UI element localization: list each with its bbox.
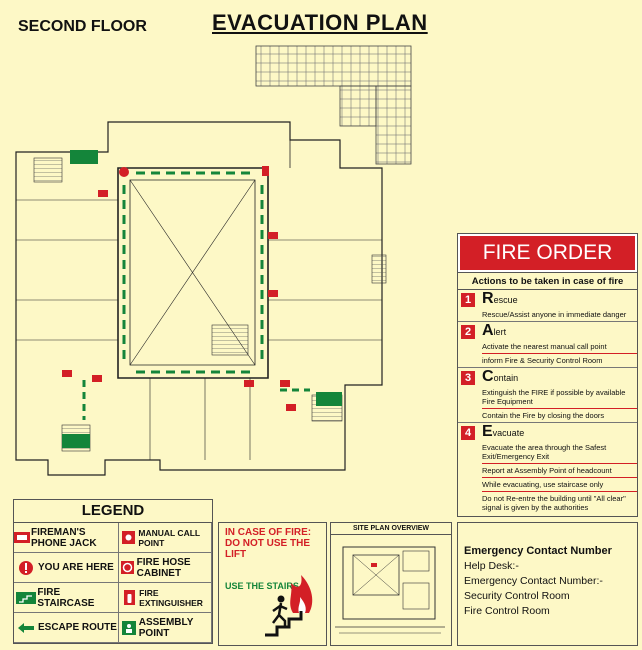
- building-walls: [15, 121, 383, 476]
- fire-order-panel: FIRE ORDER Actions to be taken in case o…: [457, 233, 638, 517]
- fire-order-title: FIRE ORDER: [457, 233, 638, 273]
- terrace-grid: [255, 45, 412, 165]
- exit-signs: [62, 150, 342, 448]
- emergency-number-line: Emergency Contact Number:-: [464, 575, 603, 587]
- fire-room-line: Fire Control Room: [464, 605, 550, 617]
- fire-order-step: 3 Contain Extinguish the FIRE if possibl…: [458, 368, 637, 423]
- legend-item: ESCAPE ROUTE: [14, 613, 119, 643]
- fire-escape-icon: [265, 575, 313, 637]
- step-line: Rescue/Assist anyone in immediate danger: [482, 310, 627, 319]
- step-line: Extinguish the FIRE if possible by avail…: [482, 388, 626, 406]
- step-line: Activate the nearest manual call point: [482, 342, 607, 351]
- escape-route: [82, 171, 310, 420]
- legend-item: ASSEMBLY POINT: [119, 613, 212, 643]
- legend-item: YOU ARE HERE: [14, 553, 119, 583]
- legend-item: FIRE HOSE CABINET: [119, 553, 212, 583]
- staircase-icon: [14, 591, 37, 604]
- fire-order-step: 1 Rescue Rescue/Assist anyone in immedia…: [458, 290, 637, 322]
- extinguisher-icon: [119, 590, 139, 605]
- step-number: 3: [461, 371, 475, 385]
- use-stairs-text: USE THE STAIRS: [225, 581, 299, 591]
- assembly-point-icon: [119, 620, 139, 635]
- step-line: Do not Re-entre the building until "All …: [482, 491, 637, 514]
- step-word: Alert: [482, 322, 507, 339]
- step-number: 1: [461, 293, 475, 307]
- security-room-line: Security Control Room: [464, 590, 570, 602]
- step-word: Rescue: [482, 290, 518, 307]
- step-word: Contain: [482, 368, 519, 385]
- emergency-contact-panel: Emergency Contact Number Help Desk:- Eme…: [457, 522, 638, 646]
- fire-equipment: [62, 166, 296, 411]
- legend-item: MANUAL CALL POINT: [119, 523, 212, 553]
- legend-item: FIRE STAIRCASE: [14, 583, 119, 613]
- fire-order-step: 4 Evacuate Evacuate the area through the…: [458, 423, 637, 514]
- call-point-icon: [119, 531, 138, 544]
- legend: LEGEND FIREMAN'S PHONE JACK MANUAL CALL …: [13, 499, 213, 644]
- fire-order-step: 2 Alert Activate the nearest manual call…: [458, 322, 637, 368]
- floor-label: SECOND FLOOR: [18, 18, 147, 35]
- legend-title: LEGEND: [14, 500, 212, 523]
- step-number: 4: [461, 426, 475, 440]
- hose-cabinet-icon: [119, 561, 137, 574]
- step-line: Contain the Fire by closing the doors: [482, 408, 637, 422]
- fire-order-subtitle: Actions to be taken in case of fire: [458, 272, 637, 290]
- step-line: Report at Assembly Point of headcount: [482, 463, 637, 477]
- step-line: Evacuate the area through the Safest Exi…: [482, 443, 607, 461]
- site-plan-map: [335, 546, 445, 634]
- site-plan-overview: SITE PLAN OVERVIEW: [330, 522, 452, 646]
- step-word: Evacuate: [482, 423, 525, 440]
- legend-item: FIRE EXTINGUISHER: [119, 583, 212, 613]
- do-not-use-lift-text: IN CASE OF FIRE: DO NOT USE THE LIFT: [225, 527, 312, 560]
- staircases: [33, 157, 387, 452]
- step-line: While evacuating, use staircase only: [482, 477, 637, 491]
- legend-item: FIREMAN'S PHONE JACK: [14, 523, 119, 553]
- phone-jack-icon: [14, 532, 31, 543]
- you-are-here-icon: [14, 560, 38, 576]
- site-plan-title: SITE PLAN OVERVIEW: [331, 523, 451, 535]
- escape-arrow-icon: [14, 622, 38, 633]
- help-desk-line: Help Desk:-: [464, 560, 519, 572]
- in-case-of-fire-panel: IN CASE OF FIRE: DO NOT USE THE LIFT USE…: [218, 522, 327, 646]
- step-number: 2: [461, 325, 475, 339]
- emergency-title: Emergency Contact Number: [464, 545, 612, 557]
- plan-title: EVACUATION PLAN: [212, 10, 428, 35]
- step-line: inform Fire & Security Control Room: [482, 353, 637, 367]
